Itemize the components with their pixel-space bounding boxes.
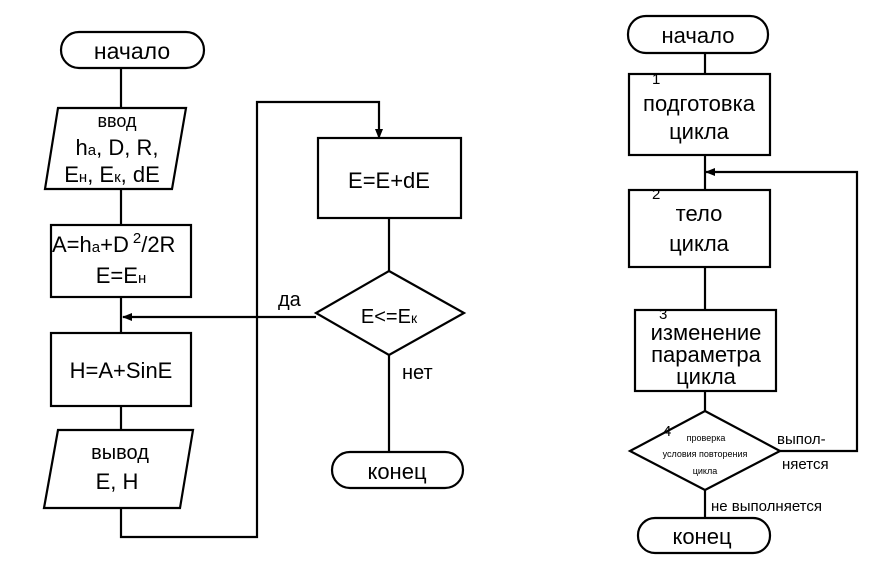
end-terminator (330, 450, 465, 490)
r-box3-line2: параметра (651, 342, 762, 367)
r-start-terminator (626, 14, 770, 55)
condition-label: E<=Eк (361, 306, 418, 328)
r-box3-line1: изменение (651, 320, 762, 345)
calc-process-box (49, 223, 193, 299)
input-energy-line: Eн, Eк, dE (64, 162, 160, 187)
r-diamond-line3: цикла (693, 466, 717, 476)
r-condition-diamond (627, 409, 783, 492)
no-label: нет (402, 362, 433, 384)
r-box1-number: 1 (652, 71, 660, 88)
output-values: E, H (96, 469, 139, 494)
r-box2-number: 2 (652, 186, 660, 203)
r-end-label: конец (672, 524, 731, 549)
r-no-label: не выполняется (711, 498, 822, 515)
r-end-terminator (636, 516, 772, 555)
condition-diamond (313, 269, 467, 357)
input-params-line: ha, D, R, (76, 135, 159, 160)
r-diamond-line2: условия повторения (663, 449, 748, 459)
input-parallelogram (43, 106, 188, 191)
r-box2-line1: тело (676, 201, 723, 226)
r-yes-label-line1: выпол- (777, 431, 826, 448)
r-box-loop-body (627, 188, 772, 269)
formula-process-box (49, 331, 193, 408)
r-box-parameter-change (633, 308, 778, 393)
r-box-loop-preparation (627, 72, 772, 157)
start-label: начало (94, 38, 170, 64)
r-box3-line3: цикла (676, 364, 737, 389)
yes-label: да (278, 289, 302, 311)
calc-formula-e: E=Eн (96, 263, 147, 288)
formula-label: H=A+SinE (70, 358, 173, 383)
increment-label: E=E+dE (348, 168, 430, 193)
output-parallelogram (42, 428, 195, 510)
r-box1-line2: цикла (669, 119, 730, 144)
output-label: вывод (91, 442, 149, 464)
end-label: конец (367, 459, 426, 484)
r-yes-label-line2: няется (782, 456, 829, 473)
r-start-label: начало (662, 23, 735, 48)
r-box1-line1: подготовка (643, 91, 756, 116)
increment-process-box (316, 136, 463, 220)
start-terminator (59, 30, 206, 70)
r-connector-repeat-loop (705, 168, 859, 453)
input-label: ввод (97, 111, 137, 131)
r-diamond-line1: проверка (687, 433, 726, 443)
r-box2-line2: цикла (669, 231, 730, 256)
connector-output-loop (119, 100, 383, 539)
r-diamond-number: 4 (663, 423, 671, 440)
right-flowchart: начало 1 подготовка цикла 2 тело цикла 3… (626, 14, 859, 555)
r-box3-number: 3 (659, 306, 667, 323)
